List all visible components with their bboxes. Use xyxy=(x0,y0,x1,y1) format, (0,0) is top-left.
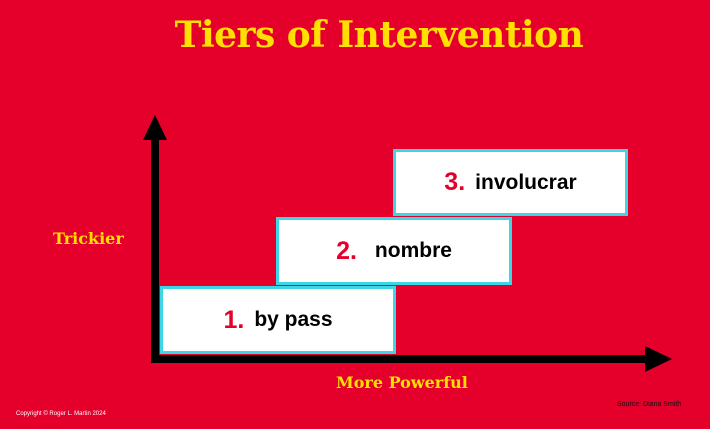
x-axis-label: More Powerful xyxy=(336,373,468,392)
tier-3-box: 3. involucrar xyxy=(393,149,628,216)
tier-3-number: 3. xyxy=(444,168,466,196)
tier-1-box: 1. by pass xyxy=(160,286,396,354)
copyright-text: Copyright © Roger L. Martin 2024 xyxy=(16,411,106,417)
x-axis-arrowhead xyxy=(645,346,672,372)
page-title: Tiers of Intervention xyxy=(174,14,584,56)
source-text: Source: Diana Smith xyxy=(617,401,682,408)
tier-2-label: nombre xyxy=(374,239,452,262)
tier-2-number: 2. xyxy=(336,236,357,265)
tier-2-box: 2. nombre xyxy=(276,217,512,285)
y-axis-arrowhead xyxy=(143,115,167,140)
y-axis-label: Trickier xyxy=(53,229,124,248)
tier-1-number: 1. xyxy=(223,305,245,334)
tier-3-label: involucrar xyxy=(475,170,577,194)
tier-1-label: by pass xyxy=(254,308,333,331)
